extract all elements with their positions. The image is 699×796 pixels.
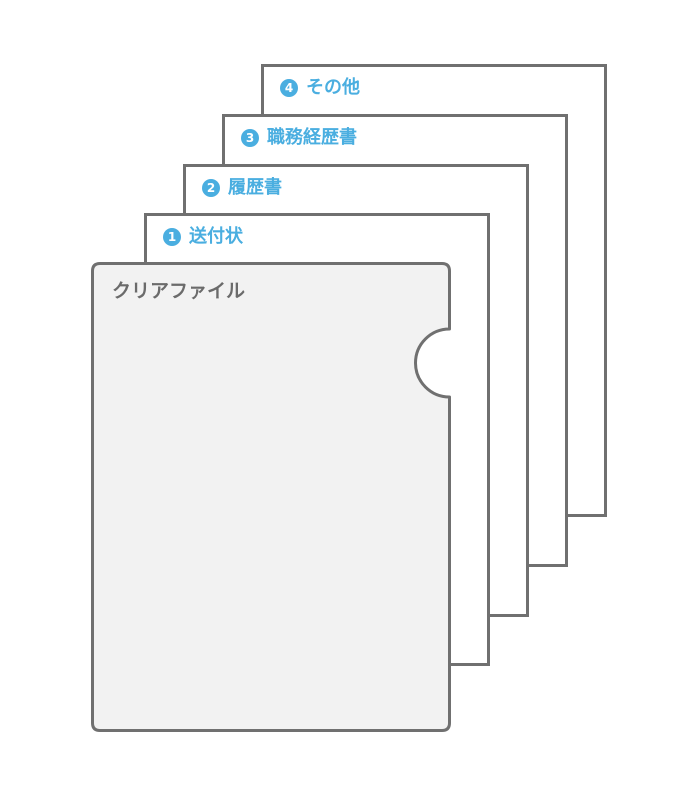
- number-badge: 2: [202, 179, 220, 197]
- sheet-label: 3 職務経歴書: [241, 127, 357, 149]
- number-badge: 4: [280, 79, 298, 97]
- sheet-label: 2 履歴書: [202, 177, 282, 199]
- clear-file: クリアファイル: [91, 262, 452, 732]
- clear-file-shape: [91, 262, 451, 732]
- number-badge: 3: [241, 129, 259, 147]
- sheet-title: 職務経歴書: [267, 127, 357, 148]
- sheet-title: 送付状: [189, 226, 243, 247]
- number-badge: 1: [163, 228, 181, 246]
- sheet-label: 4 その他: [280, 77, 360, 99]
- clear-file-label: クリアファイル: [112, 280, 246, 302]
- sheet-title: 履歴書: [228, 177, 282, 198]
- sheet-label: 1 送付状: [163, 226, 243, 248]
- sheet-title: その他: [306, 77, 360, 98]
